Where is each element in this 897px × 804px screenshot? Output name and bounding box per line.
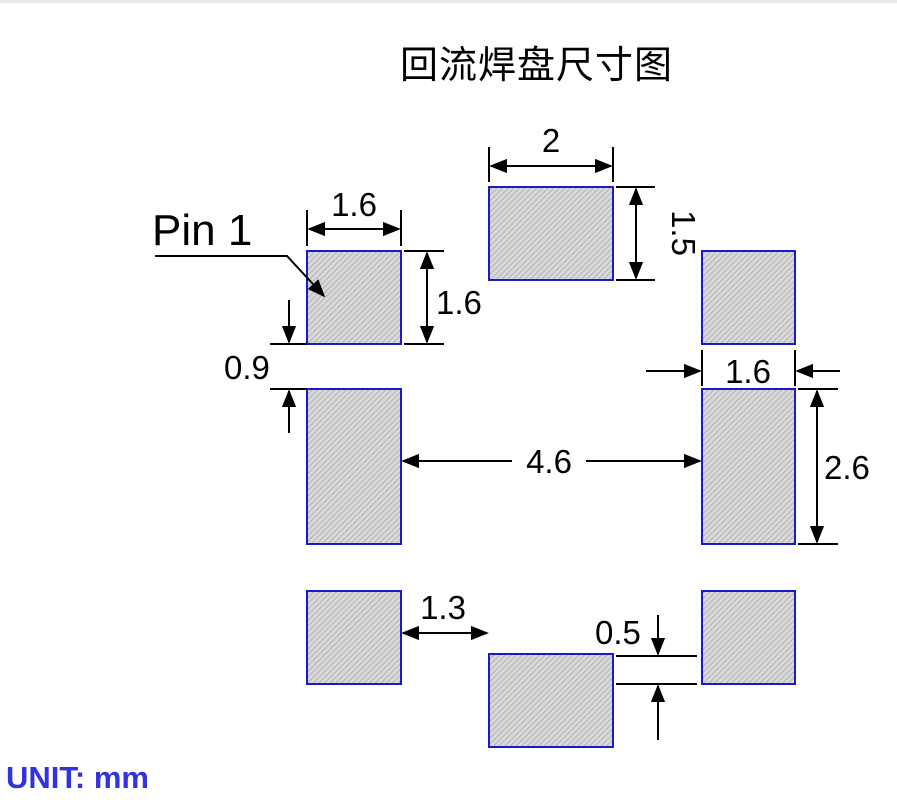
dim-bottom-gap-vertical: 0.5 xyxy=(595,614,641,651)
pad-top-right xyxy=(701,250,796,345)
dim-pin-gap: 0.9 xyxy=(224,349,270,386)
dim-top-pad-height: 1.5 xyxy=(665,210,702,256)
pad-middle-right xyxy=(701,388,796,545)
unit-label: UNIT: mm xyxy=(6,760,149,795)
dim-tall-pad-height: 2.6 xyxy=(824,449,870,486)
top-border xyxy=(0,0,897,3)
pad-middle-left xyxy=(306,388,402,545)
pad-bottom-left xyxy=(306,590,402,685)
dim-pad-spacing: 4.6 xyxy=(526,443,572,480)
dimension-labels: 2 1.5 Pin 1 1.6 1.6 0.9 1.6 2.6 4.6 1.3 … xyxy=(152,122,870,651)
pad-bottom-right xyxy=(701,590,796,685)
dim-top-pad-width: 2 xyxy=(542,122,560,159)
diagram-title: 回流焊盘尺寸图 xyxy=(400,43,674,87)
dimension-lines xyxy=(155,147,840,740)
dim-pin1-pad-height: 1.6 xyxy=(436,284,482,321)
pads xyxy=(306,186,796,748)
pad-pin1 xyxy=(306,250,402,345)
dim-pin1-pad-width: 1.6 xyxy=(331,186,377,223)
dim-bottom-gap-horizontal: 1.3 xyxy=(420,589,466,626)
dim-right-pad-width: 1.6 xyxy=(725,353,771,390)
pad-top-center xyxy=(488,186,614,281)
pin1-label: Pin 1 xyxy=(152,206,252,255)
pad-bottom-center xyxy=(488,653,614,748)
